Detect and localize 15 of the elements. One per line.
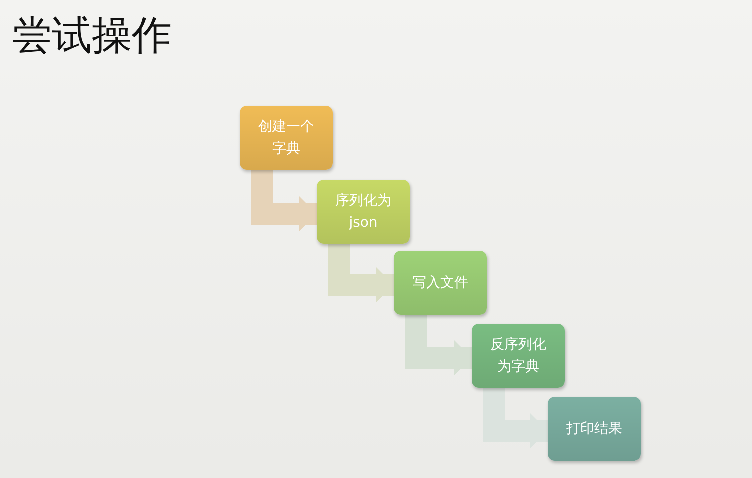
process-box [394, 251, 487, 315]
box-label: 写入文件 [412, 274, 468, 293]
bent-arrow [483, 388, 548, 449]
bent-arrow [405, 315, 472, 376]
box-label: 打印结果 [566, 420, 622, 439]
box-label: 序列化为json [334, 192, 392, 233]
bent-arrow [251, 170, 317, 232]
process-box [472, 324, 565, 388]
process-box [240, 106, 333, 170]
box-label: 反序列化为字典 [490, 336, 548, 377]
box-label: 创建一个字典 [258, 118, 316, 159]
process-box [317, 180, 410, 244]
process-box [548, 397, 641, 461]
title: 尝试操作 [12, 12, 172, 61]
bent-arrow [328, 244, 394, 303]
